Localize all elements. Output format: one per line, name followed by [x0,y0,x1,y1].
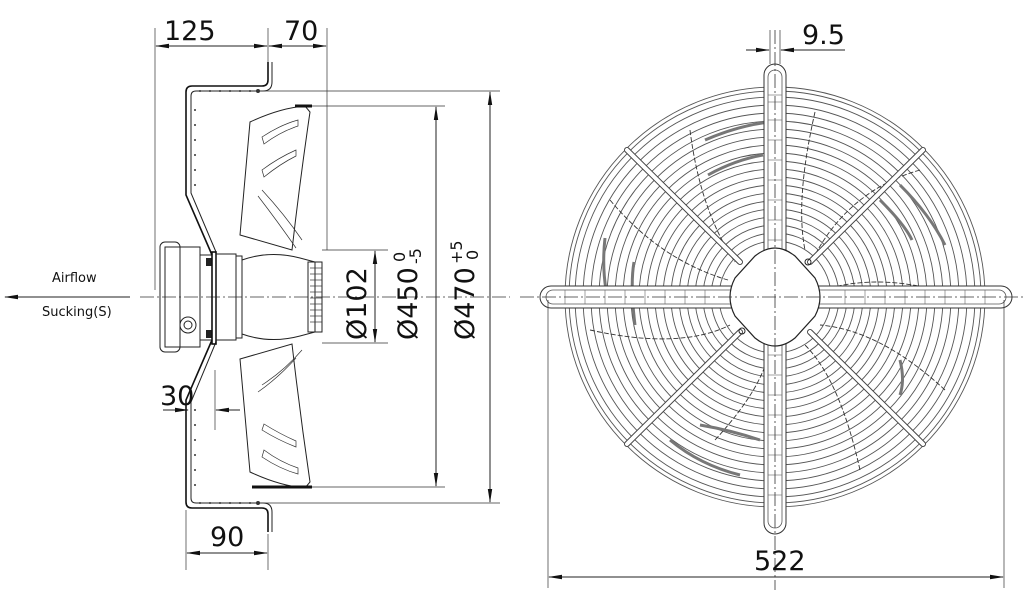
mounting-ring-profile [185,62,273,532]
dim-ring-diameter-group: Ø470 +5 0 [447,240,482,340]
dim-inner-offset: 30 [160,381,194,412]
dim-ring-diameter: Ø470 [450,267,481,340]
dim-ring-tol-lower: 0 [463,250,482,260]
dimension-lines [155,43,493,556]
dim-hub-diameter-group: Ø102 [342,267,373,340]
airflow-indicator: Airflow Sucking(S) [4,271,130,320]
front-extension-lines [547,30,1005,588]
dim-bottom-depth: 90 [210,522,244,553]
side-view: Airflow Sucking(S) [4,16,510,570]
dim-blade-diameter: Ø450 [393,267,424,340]
dim-ring-tol-upper: +5 [447,240,466,264]
dim-blade-diameter-group: Ø450 0 -5 [390,248,425,340]
dim-flange-depth: 125 [164,16,216,47]
airflow-label: Airflow [52,271,97,286]
front-view: 522 9.5 [520,20,1024,590]
dim-hub-diameter: Ø102 [342,267,373,340]
dim-blade-tol-lower: -5 [406,248,425,264]
dim-arm-width: 9.5 [802,20,845,51]
dim-flange-offset: 70 [284,16,318,47]
airflow-mode-label: Sucking(S) [42,305,112,320]
fan-blades-side [239,104,312,489]
dim-overall-width: 522 [754,546,806,577]
extension-lines [154,28,500,570]
dim-blade-tol-upper: 0 [390,252,409,262]
motor-side [159,241,323,353]
